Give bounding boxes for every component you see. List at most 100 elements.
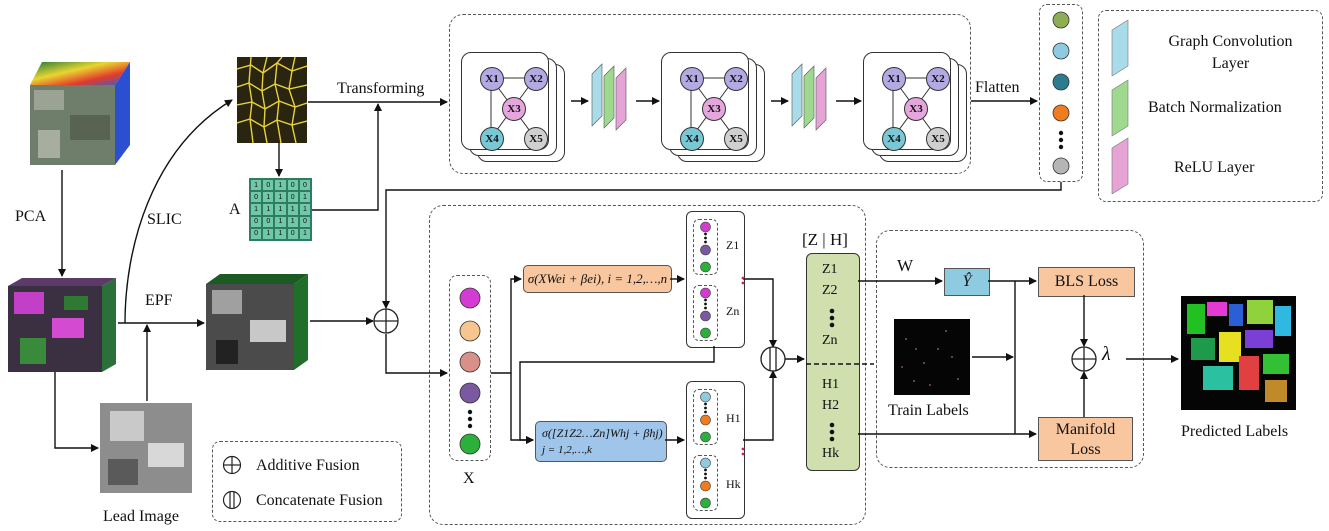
flatten-vector: [1039, 4, 1083, 182]
concatenate-fusion-icon: [222, 490, 242, 510]
lead-image: [100, 403, 192, 493]
hidden-formula-index: j = 1,2,…,k: [542, 444, 592, 456]
enhance-formula: σ(XWei + βei), i = 1,2,…,n: [527, 271, 668, 286]
matrix-cell: 1: [274, 203, 287, 216]
flatten-node-2: [1052, 42, 1070, 60]
graph-node: X1: [680, 67, 704, 91]
zn-label: Zn: [726, 304, 740, 318]
graph-node: X3: [904, 97, 928, 121]
lead-image-label: Lead Image: [103, 508, 179, 525]
loss-block: [876, 230, 1144, 468]
y-hat-box: Ŷ: [944, 268, 990, 296]
graph-node: X4: [882, 127, 906, 151]
legend-bn-label: Batch Normalization: [1148, 99, 1282, 116]
flatten-node-5: [1052, 157, 1070, 175]
adjacency-label: A: [229, 201, 241, 218]
additive-fusion-icon: [222, 455, 242, 475]
zh-label: [Z | H]: [802, 230, 848, 249]
graph-node: X5: [724, 127, 748, 151]
matrix-cell: 0: [262, 179, 275, 192]
graph-node: X2: [926, 67, 950, 91]
matrix-cell: 1: [262, 203, 275, 216]
graph-node: X3: [502, 97, 526, 121]
train-labels-image: [894, 319, 970, 395]
concatenate-fusion-label: Concatenate Fusion: [256, 492, 383, 509]
zh-h2: H2: [822, 398, 840, 413]
matrix-cell: 1: [274, 191, 287, 204]
layer-legend: [1098, 10, 1323, 202]
hidden-formula: σ([Z1Z2…Zn]Whj + βhj): [542, 426, 663, 440]
legend-swatches: [1111, 19, 1129, 194]
hsi-cube-image: [30, 62, 130, 165]
train-labels-label: Train Labels: [888, 402, 969, 419]
predicted-labels-image: [1181, 296, 1296, 410]
pca-label: PCA: [15, 208, 47, 225]
graph-node: X5: [524, 127, 548, 151]
x-vector-dots: [459, 287, 481, 455]
bls-loss-box: BLS Loss: [1038, 267, 1135, 297]
slic-label: SLIC: [147, 211, 182, 228]
matrix-cell: 0: [286, 191, 299, 204]
hidden-formula-box: σ([Z1Z2…Zn]Whj + βhj) j = 1,2,…,k: [535, 421, 667, 462]
matrix-cell: 1: [250, 179, 263, 192]
matrix-cell: 1: [250, 203, 263, 216]
zh-h1: H1: [822, 377, 840, 392]
h-dots: [700, 391, 711, 509]
layer-slabs-1: [591, 63, 627, 131]
hk-subgroup: [693, 455, 718, 511]
x-label: X: [463, 470, 475, 487]
h1-subgroup: [693, 389, 718, 445]
graph-node: X1: [480, 67, 504, 91]
matrix-cell: 0: [262, 215, 275, 228]
legend-gcn-label: Graph Convolution Layer: [1168, 33, 1293, 72]
manifold-loss-label-2: Loss: [1070, 441, 1101, 458]
zn-subgroup: [693, 285, 718, 341]
concatenate-fusion-node: [760, 346, 786, 372]
epf-cube-image: [206, 274, 308, 370]
z1-label: Z1: [726, 238, 740, 252]
lambda-label: λ: [1102, 343, 1111, 365]
zh-z2: Z2: [822, 283, 838, 298]
matrix-cell: 1: [274, 227, 287, 240]
enhance-formula-box: σ(XWei + βei), i = 1,2,…,n: [523, 265, 672, 293]
bls-loss-label: BLS Loss: [1054, 273, 1119, 290]
graph-node: X4: [680, 127, 704, 151]
zh-zn: Zn: [822, 333, 838, 348]
manifold-loss-box: Manifold Loss: [1038, 417, 1133, 461]
matrix-cell: 0: [250, 215, 263, 228]
zh-hk: Hk: [822, 446, 840, 461]
predicted-labels-label: Predicted Labels: [1181, 423, 1289, 440]
matrix-cell: 1: [274, 179, 287, 192]
transforming-label: Transforming: [337, 80, 425, 97]
matrix-cell: 1: [262, 191, 275, 204]
bls-block: [429, 205, 866, 525]
layer-slabs-2: [791, 63, 827, 131]
flatten-node-3: [1052, 73, 1070, 91]
h-group: [686, 381, 745, 519]
graph-node: X2: [524, 67, 548, 91]
matrix-cell: 0: [250, 191, 263, 204]
matrix-cell: 0: [298, 179, 311, 192]
matrix-cell: 0: [286, 227, 299, 240]
graph-node: X1: [882, 67, 906, 91]
manifold-loss-label-1: Manifold: [1055, 421, 1116, 438]
matrix-cell: 1: [298, 203, 311, 216]
h1-label: H1: [726, 411, 741, 425]
epf-label: EPF: [145, 292, 173, 309]
matrix-cell: 1: [298, 227, 311, 240]
flatten-dots: [1052, 11, 1070, 175]
additive-fusion-label: Additive Fusion: [256, 457, 360, 474]
graph-node: X2: [724, 67, 748, 91]
matrix-cell: 1: [274, 215, 287, 228]
flatten-label: Flatten: [975, 79, 1020, 96]
y-hat-label: Ŷ: [962, 273, 972, 290]
legend-relu-label: ReLU Layer: [1174, 159, 1255, 176]
hk-label: Hk: [726, 477, 741, 491]
